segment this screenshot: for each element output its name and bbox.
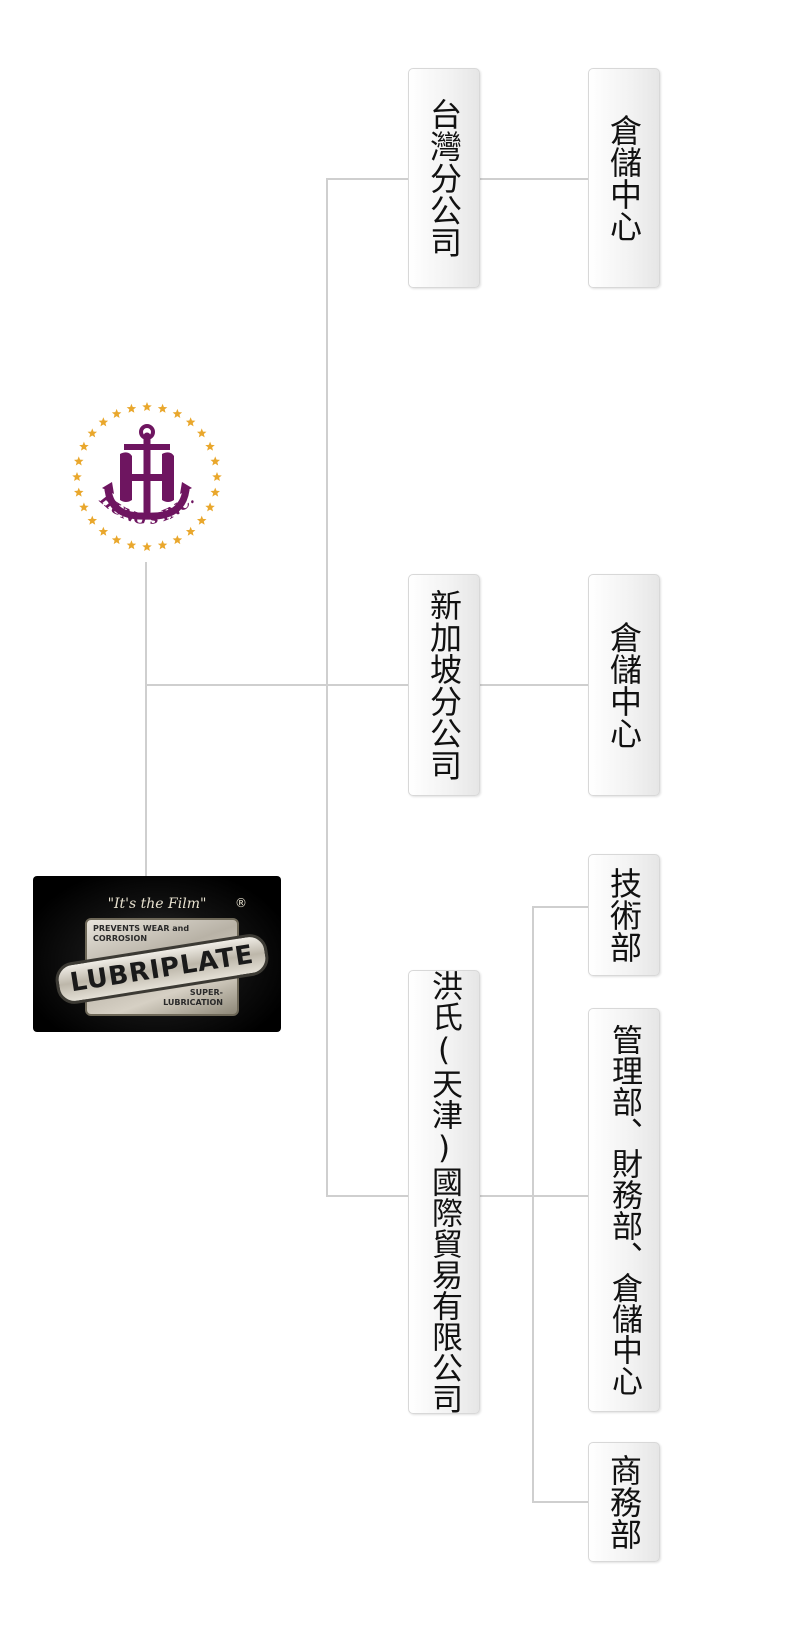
lubriplate-badge: "It's the Film" ® PREVENTS WEAR and CORR… xyxy=(33,876,281,1032)
taiwan-warehouse: 倉儲中心 xyxy=(588,68,660,288)
logo-star-icon xyxy=(142,402,152,412)
logo-star-icon xyxy=(79,441,89,451)
logo-star-icon xyxy=(157,540,168,550)
logo-star-icon xyxy=(98,526,109,536)
tianjin-tech-department: 技術部 xyxy=(588,854,660,976)
registered-mark: ® xyxy=(235,896,247,910)
lubriplate-prevents-text: PREVENTS WEAR and CORROSION xyxy=(93,924,189,944)
logo-star-icon xyxy=(87,428,98,438)
connector-to-tianjin xyxy=(326,1195,408,1197)
connector-tianjin-vertical xyxy=(532,906,534,1502)
logo-star-icon xyxy=(72,472,82,482)
tianjin-admin-finance-warehouse-label: 管理部、財務部、倉儲中心 xyxy=(606,1024,642,1396)
hungs-inc-emblem: H HUNG's INC. xyxy=(72,402,222,552)
connector-root-horizontal xyxy=(145,684,409,686)
logo-star-icon xyxy=(172,408,183,418)
logo-star-icon xyxy=(196,515,207,525)
connector-singapore-warehouse xyxy=(480,684,588,686)
logo-star-icon xyxy=(142,542,152,552)
lubriplate-super-text: SUPER- LUBRICATION xyxy=(163,988,223,1008)
logo-star-icon xyxy=(185,526,196,536)
branch-tianjin: 洪氏(天津)國際貿易有限公司 xyxy=(408,970,480,1414)
logo-star-icon xyxy=(157,403,168,413)
logo-star-icon xyxy=(210,487,220,497)
tianjin-tech-department-label: 技術部 xyxy=(605,867,643,963)
logo-star-icon xyxy=(210,456,220,466)
connector-trunk-vertical xyxy=(326,178,328,1196)
branch-tianjin-label: 洪氏(天津)國際貿易有限公司 xyxy=(426,970,462,1414)
super-line-2: LUBRICATION xyxy=(163,998,223,1007)
prevents-line-1: PREVENTS WEAR and xyxy=(93,924,190,933)
connector-to-taiwan xyxy=(326,178,408,180)
branch-singapore: 新加坡分公司 xyxy=(408,574,480,796)
connector-to-commerce xyxy=(532,1501,588,1503)
connector-to-tech xyxy=(532,906,588,908)
logo-star-icon xyxy=(111,408,122,418)
connector-logo-down xyxy=(145,562,147,876)
connector-taiwan-warehouse xyxy=(480,178,588,180)
logo-star-icon xyxy=(172,535,183,545)
prevents-line-2: CORROSION xyxy=(93,934,148,943)
logo-star-icon xyxy=(196,428,207,438)
singapore-warehouse-label: 倉儲中心 xyxy=(605,621,643,749)
branch-taiwan: 台灣分公司 xyxy=(408,68,480,288)
logo-star-icon xyxy=(126,540,137,550)
logo-star-icon xyxy=(74,456,84,466)
logo-star-icon xyxy=(126,403,137,413)
logo-star-icon xyxy=(87,515,98,525)
tianjin-commerce-department-label: 商務部 xyxy=(605,1454,643,1550)
logo-star-icon xyxy=(205,502,215,512)
taiwan-warehouse-label: 倉儲中心 xyxy=(605,114,643,242)
logo-star-icon xyxy=(205,441,215,451)
branch-taiwan-label: 台灣分公司 xyxy=(425,98,463,258)
logo-star-icon xyxy=(111,535,122,545)
singapore-warehouse: 倉儲中心 xyxy=(588,574,660,796)
connector-tianjin-out xyxy=(480,1195,588,1197)
logo-star-icon xyxy=(79,502,89,512)
super-line-1: SUPER- xyxy=(189,988,223,997)
tianjin-admin-finance-warehouse: 管理部、財務部、倉儲中心 xyxy=(588,1008,660,1412)
branch-singapore-label: 新加坡分公司 xyxy=(425,589,463,781)
logo-star-icon xyxy=(212,472,222,482)
logo-star-icon xyxy=(74,487,84,497)
logo-star-icon xyxy=(185,417,196,427)
tianjin-commerce-department: 商務部 xyxy=(588,1442,660,1562)
hungs-inc-logo: H HUNG's INC. xyxy=(68,398,226,556)
lubriplate-tagline: "It's the Film" xyxy=(107,896,207,912)
logo-star-icon xyxy=(98,417,109,427)
